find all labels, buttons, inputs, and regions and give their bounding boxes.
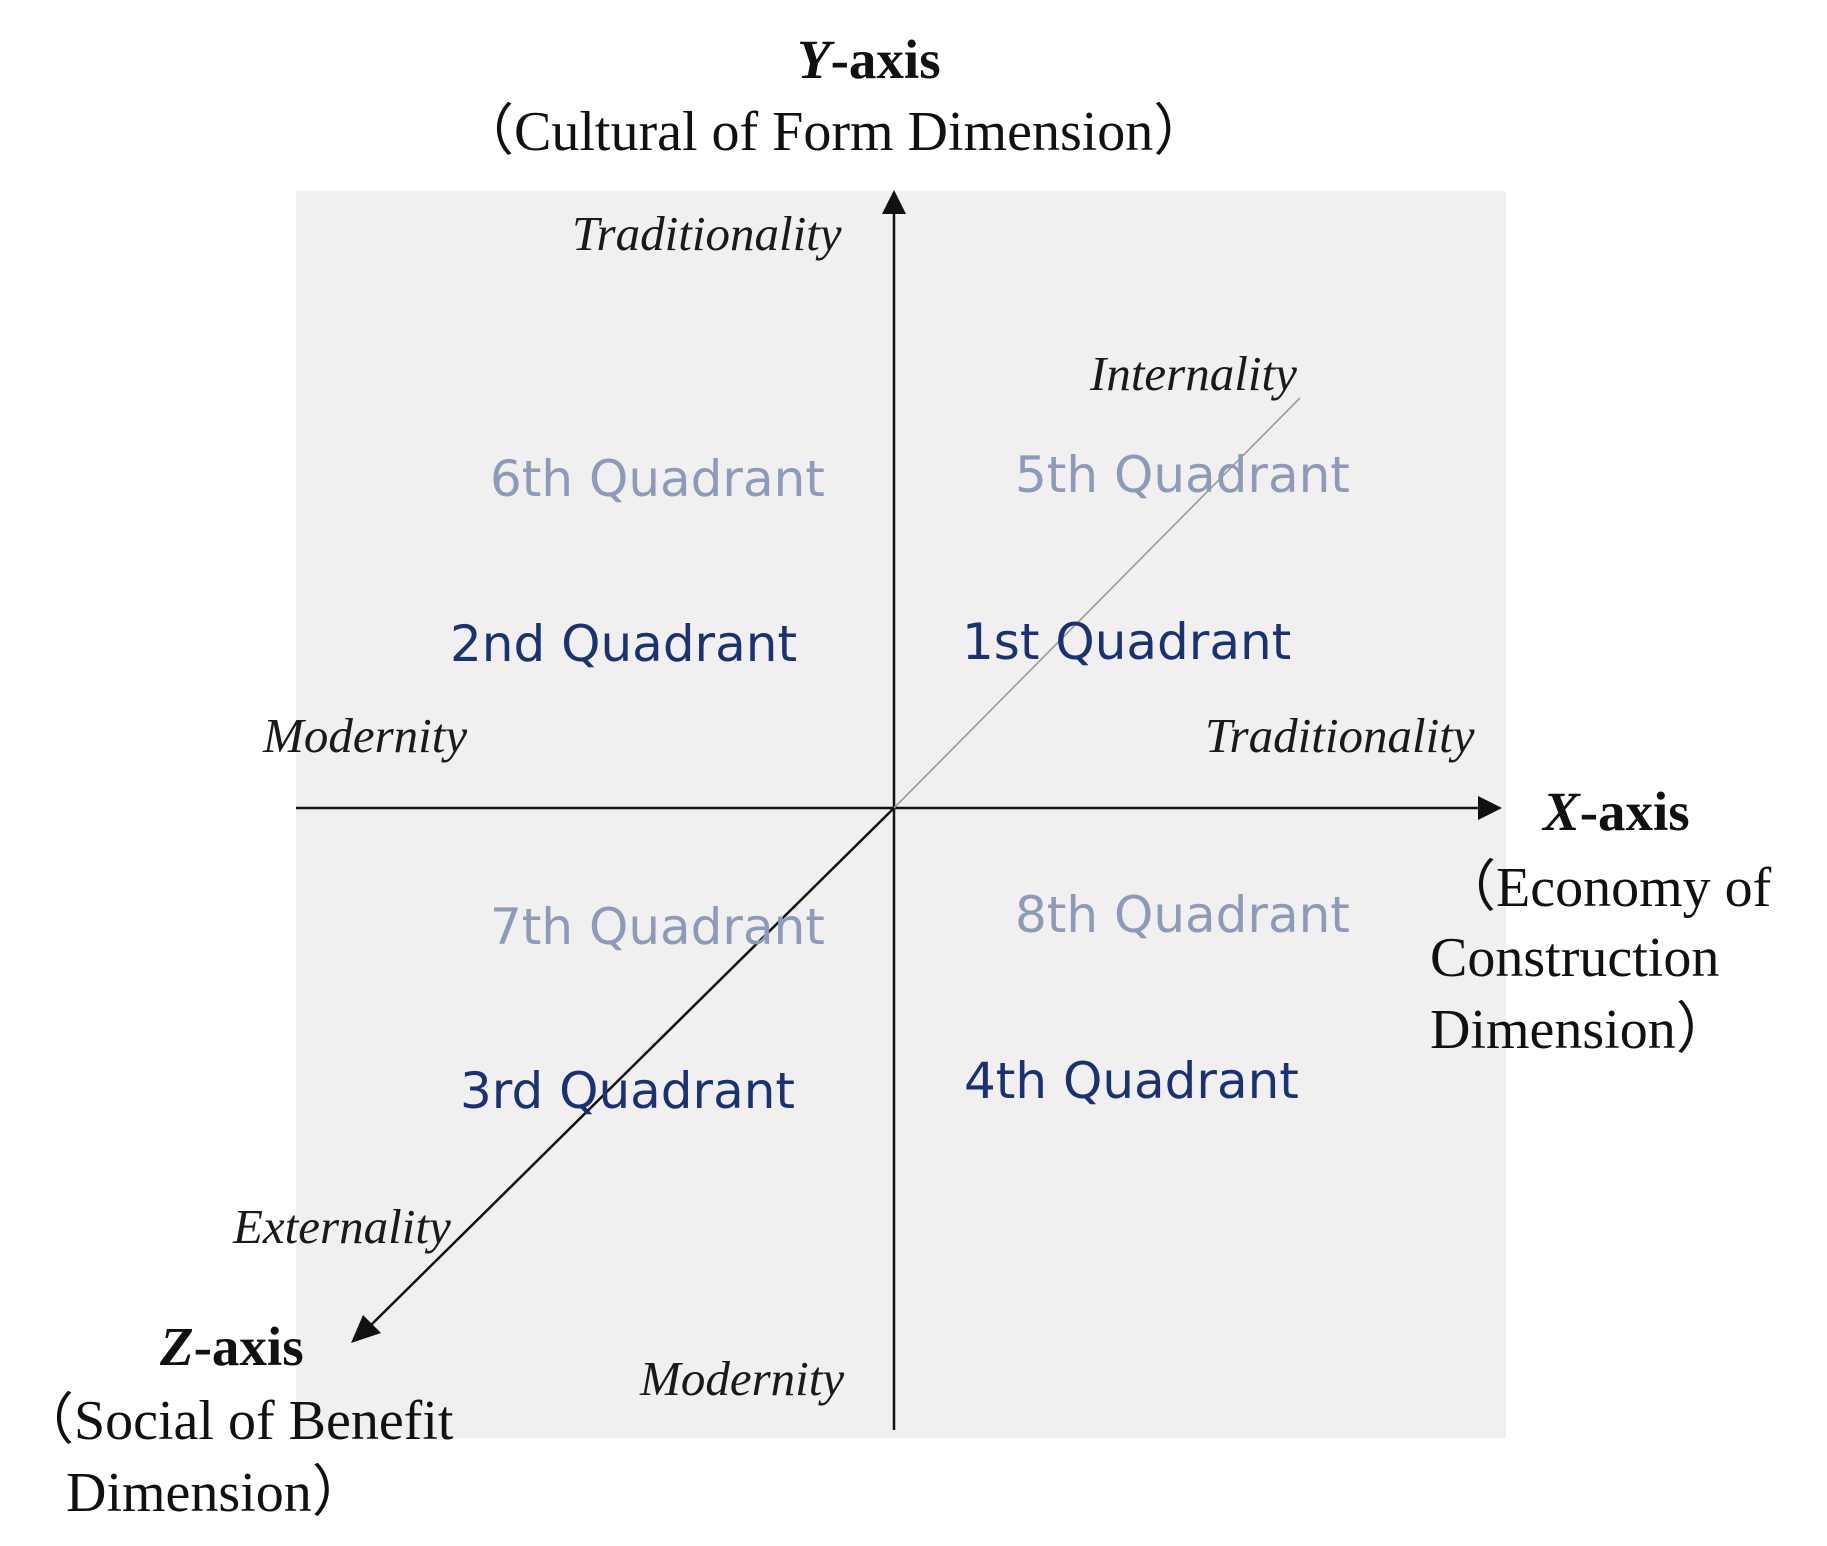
quadrant-8-label: 8th Quadrant (1015, 886, 1350, 944)
quadrant-6-label: 6th Quadrant (490, 450, 825, 508)
quadrant-4-label: 4th Quadrant (964, 1052, 1299, 1110)
x-axis-letter: X (1543, 781, 1580, 842)
z-axis-back-line (893, 397, 1301, 809)
x-axis-title: X-axis (1543, 780, 1690, 843)
y-positive-pole-label: Traditionality (572, 206, 842, 261)
diagram-background-panel (296, 191, 1506, 1438)
y-axis-arrow-icon (882, 190, 906, 214)
quadrant-5-label: 5th Quadrant (1015, 446, 1350, 504)
z-axis-letter: Z (160, 1316, 194, 1377)
z-positive-pole-label: Externality (233, 1199, 451, 1254)
x-axis-description-line-3: Dimension） (1430, 999, 1732, 1061)
z-negative-pole-label: Internality (1090, 346, 1297, 401)
y-negative-pole-label: Modernity (640, 1351, 845, 1406)
x-axis-description-line-2: Construction (1430, 927, 1720, 989)
z-axis-description-line-2: Dimension） (66, 1462, 368, 1524)
x-axis-suffix: -axis (1579, 781, 1690, 842)
x-axis-description-line-1: （Economy of (1440, 857, 1772, 919)
quadrant-2-label: 2nd Quadrant (450, 615, 798, 673)
y-axis-title: Y-axis (797, 28, 941, 91)
x-positive-pole-label: Traditionality (1205, 708, 1475, 763)
y-axis-letter: Y (797, 29, 831, 90)
quadrant-7-label: 7th Quadrant (490, 898, 825, 956)
x-axis-arrow-icon (1478, 796, 1502, 820)
z-axis-suffix: -axis (193, 1316, 304, 1377)
x-negative-pole-label: Modernity (263, 708, 468, 763)
y-axis-description: （Cultural of Form Dimension） (458, 101, 1210, 163)
z-axis-description-line-1: （Social of Benefit (18, 1390, 454, 1452)
quadrant-1-label: 1st Quadrant (962, 613, 1292, 671)
quadrant-3-label: 3rd Quadrant (460, 1062, 796, 1120)
y-axis-suffix: -axis (830, 29, 941, 90)
z-axis-front-line (369, 807, 895, 1327)
z-axis-arrow-icon (351, 1315, 381, 1343)
z-axis-title: Z-axis (160, 1315, 304, 1378)
